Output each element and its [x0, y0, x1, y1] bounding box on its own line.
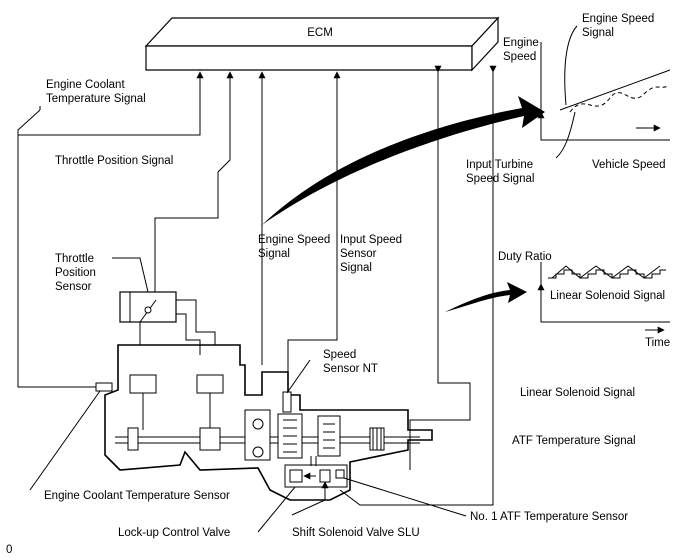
lockup-valve-label: Lock-up Control Valve: [118, 527, 230, 539]
atf-temp-signal-label: ATF Temperature Signal: [512, 435, 636, 447]
throttle-signal-label: Throttle Position Signal: [55, 155, 173, 167]
coolant-signal-wire: [18, 71, 204, 136]
input-speed-signal-line: [287, 71, 341, 392]
graph-speed-y-label: Engine Speed: [503, 37, 542, 63]
engine-speed-line: [559, 69, 671, 111]
engine-speed-graph: Engine Speed Engine Speed Signal Input T…: [466, 13, 671, 185]
atf-temp-signal-line: [339, 65, 497, 506]
slu-valve-label: Shift Solenoid Valve SLU: [292, 527, 420, 539]
throttle-signal-line: [154, 71, 234, 300]
leader-lines: [29, 359, 467, 533]
throttle-sensor-label: Throttle Position Sensor: [55, 253, 99, 293]
speed-sensor-nt-body: [282, 391, 292, 413]
big-arrow-duty: [445, 282, 527, 312]
linear-solenoid-signal-label: Linear Solenoid Signal: [520, 387, 635, 399]
throttle-position-sensor: [112, 257, 216, 355]
engine-speed-signal-label: Engine Speed Signal: [258, 234, 333, 260]
graph-speed-x-label: Vehicle Speed: [592, 159, 666, 171]
turbine-speed-line: [569, 85, 669, 113]
engine-block: [95, 344, 433, 501]
signal-lines: [17, 65, 497, 506]
graph-duty-series-label: Linear Solenoid Signal: [550, 290, 665, 302]
figure-code: 0: [6, 544, 12, 556]
coolant-sensor-label: Engine Coolant Temperature Sensor: [44, 490, 230, 502]
linear-solenoid-signal-line: [409, 65, 471, 470]
atf-sensor-label: No. 1 ATF Temperature Sensor: [470, 511, 628, 523]
input-speed-signal-label: Input Speed Sensor Signal: [340, 234, 405, 274]
big-arrow-speed: [262, 96, 545, 225]
duty-ratio-graph: Duty Ratio Linear Solenoid Signal Time: [498, 251, 670, 349]
graph-duty-y-label: Duty Ratio: [498, 251, 552, 263]
coolant-signal-label: Engine Coolant Temperature Signal: [46, 79, 146, 105]
engine-speed-signal-graph-label: Engine Speed Signal: [582, 13, 657, 39]
ecm-unit: ECM: [144, 16, 500, 72]
ecm-label: ECM: [307, 27, 333, 39]
graph-duty-x-label: Time: [645, 337, 670, 349]
coolant-signal-line: [17, 109, 100, 388]
coolant-sensor: [95, 382, 113, 392]
turbine-speed-signal-label: Input Turbine Speed Signal: [466, 159, 536, 185]
speed-sensor-nt-label: Speed Sensor NT: [323, 349, 378, 375]
big-arrows: [262, 96, 545, 312]
